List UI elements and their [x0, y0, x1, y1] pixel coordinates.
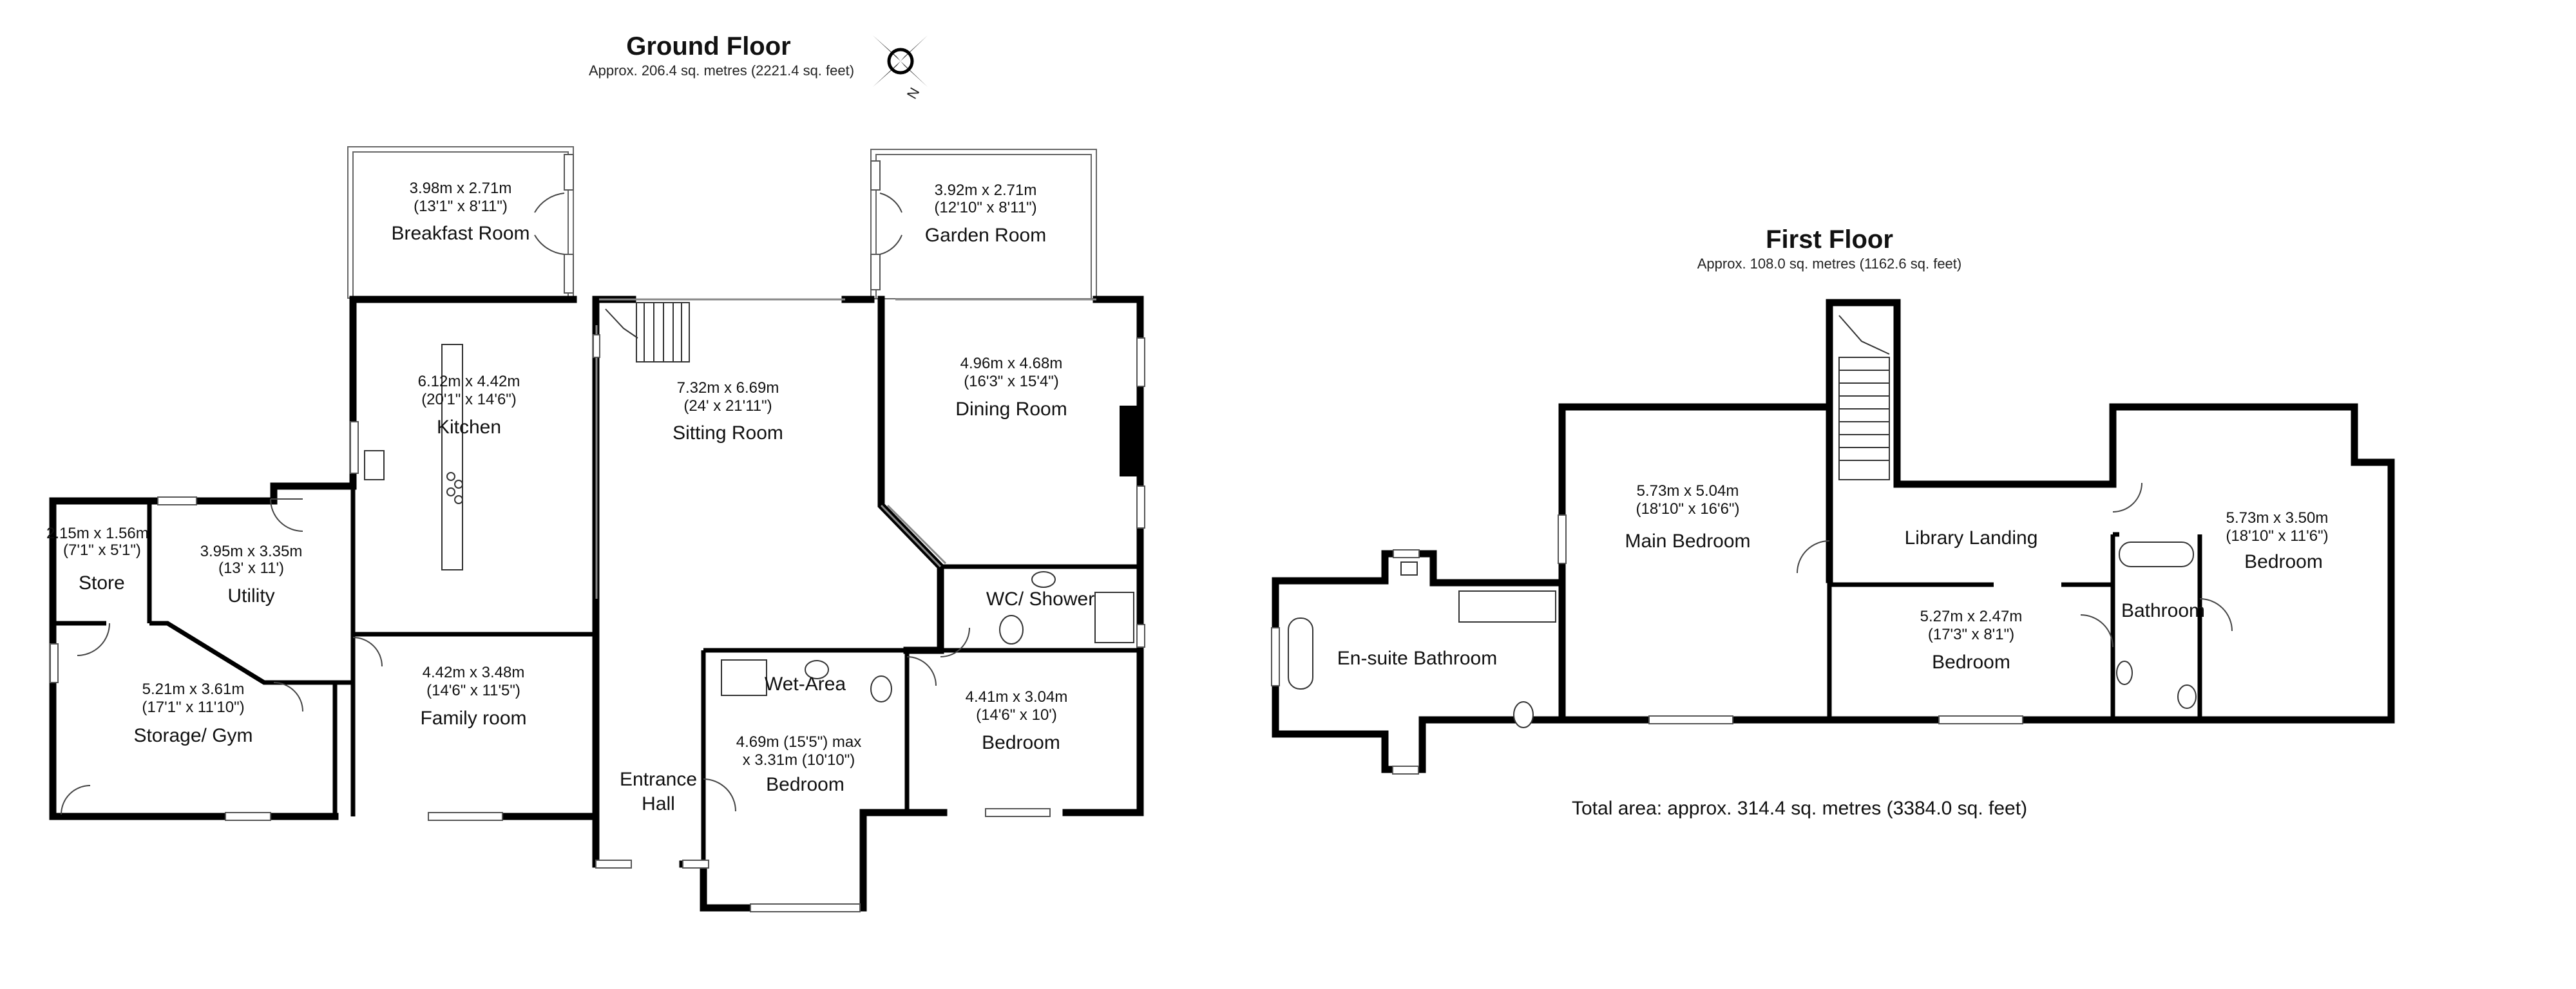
wet-area: Wet-Area	[765, 673, 846, 695]
entrance-hall-line1: Entrance	[620, 769, 697, 790]
bathroom-name: Bathroom	[2121, 600, 2205, 621]
utility-dim-ft: (13' x 11')	[218, 560, 284, 577]
bedroom-mid-dim-ft: (17'3" x 8'1")	[1928, 626, 2014, 643]
first-staircase	[1838, 315, 1890, 480]
first-floor-walls	[1272, 299, 2395, 773]
storage-gym-dim-ft: (17'1" x 11'10")	[142, 699, 244, 716]
first-floor-doors	[1797, 482, 2233, 648]
garden-room-dim-ft: (12'10" x 8'11")	[934, 199, 1036, 216]
ground-staircase	[605, 302, 690, 363]
family-room-dim-m: 4.42m x 3.48m	[423, 664, 525, 681]
sitting-room: 7.32m x 6.69m (24' x 21'11") Sitting Roo…	[673, 379, 783, 444]
storage-gym-dim-m: 5.21m x 3.61m	[142, 681, 245, 698]
family-room-dim-ft: (14'6" x 11'5")	[426, 682, 520, 699]
bedroom-right-first-dim-m: 5.73m x 3.50m	[2226, 509, 2329, 527]
main-bedroom-dim-m: 5.73m x 5.04m	[1637, 482, 1739, 500]
utility: 3.95m x 3.35m (13' x 11') Utility	[200, 543, 303, 607]
wet-area-name: Wet-Area	[765, 673, 846, 695]
bedroom-center-dim-1: 4.69m (15'5") max	[736, 733, 862, 751]
storage-gym-name: Storage/ Gym	[133, 725, 253, 746]
family-room-name: Family room	[420, 708, 526, 729]
family-room: 4.42m x 3.48m (14'6" x 11'5") Family roo…	[420, 664, 526, 729]
ground-floor-title: Ground Floor	[626, 32, 791, 61]
dining-room: 4.96m x 4.68m (16'3" x 15'4") Dining Roo…	[955, 355, 1067, 420]
breakfast-room: 3.98m x 2.71m (13'1" x 8'11") Breakfast …	[391, 180, 530, 244]
bedroom-mid-dim-m: 5.27m x 2.47m	[1920, 608, 2023, 625]
total-area: Total area: approx. 314.4 sq. metres (33…	[1572, 798, 2027, 819]
utility-name: Utility	[227, 585, 274, 607]
ground-floor: Ground Floor Approx. 206.4 sq. metres (2…	[46, 32, 1145, 912]
bedroom-mid: 5.27m x 2.47m (17'3" x 8'1") Bedroom	[1920, 608, 2023, 673]
ground-floor-windows	[50, 334, 1145, 912]
ground-bathroom-fixtures	[721, 571, 1134, 702]
bedroom-center-name: Bedroom	[766, 774, 844, 795]
garden-room: 3.92m x 2.71m (12'10" x 8'11") Garden Ro…	[925, 182, 1046, 246]
main-bedroom-name: Main Bedroom	[1625, 531, 1750, 552]
ground-doors	[61, 498, 970, 815]
first-floor-area: Approx. 108.0 sq. metres (1162.6 sq. fee…	[1697, 256, 1961, 272]
dining-room-dim-ft: (16'3" x 15'4")	[964, 373, 1059, 390]
bedroom-mid-name: Bedroom	[1932, 652, 2010, 673]
wc-shower-name: WC/ Shower	[986, 589, 1094, 610]
compass-north-label: N	[904, 85, 923, 102]
main-bedroom-dim-ft: (18'10" x 16'6")	[1636, 500, 1740, 518]
breakfast-room-name: Breakfast Room	[391, 223, 530, 244]
ground-floor-area: Approx. 206.4 sq. metres (2221.4 sq. fee…	[589, 62, 854, 79]
bedroom-right-dim-m: 4.41m x 3.04m	[966, 688, 1068, 706]
ensuite-bathroom: En-suite Bathroom	[1337, 648, 1497, 669]
ensuite-name: En-suite Bathroom	[1337, 648, 1497, 669]
main-bedroom: 5.73m x 5.04m (18'10" x 16'6") Main Bedr…	[1625, 482, 1750, 552]
store-dim-m: 2.15m x 1.56m	[46, 525, 149, 542]
storage-gym: 5.21m x 3.61m (17'1" x 11'10") Storage/ …	[133, 681, 253, 746]
kitchen: 6.12m x 4.42m (20'1" x 14'6") Kitchen	[418, 373, 520, 438]
store-dim-ft: (7'1" x 5'1")	[63, 542, 141, 559]
first-floor-title: First Floor	[1766, 225, 1893, 254]
sitting-room-name: Sitting Room	[673, 422, 783, 444]
ground-floor-partitions	[595, 298, 1096, 599]
store: 2.15m x 1.56m (7'1" x 5'1") Store	[46, 525, 149, 594]
bedroom-center-dim-2: x 3.31m (10'10")	[743, 751, 855, 769]
bedroom-right-first-name: Bedroom	[2244, 551, 2323, 572]
kitchen-dim-ft: (20'1" x 14'6")	[421, 391, 517, 408]
library-landing: Library Landing	[1905, 527, 2038, 549]
breakfast-room-dim-ft: (13'1" x 8'11")	[414, 198, 508, 215]
bedroom-right-first: 5.73m x 3.50m (18'10" x 11'6") Bedroom	[2226, 509, 2328, 572]
bedroom-right-dim-ft: (14'6" x 10')	[976, 706, 1057, 724]
garden-room-dim-m: 3.92m x 2.71m	[935, 182, 1037, 199]
bedroom-right-first-dim-ft: (18'10" x 11'6")	[2226, 527, 2328, 545]
sitting-room-dim-m: 7.32m x 6.69m	[677, 379, 779, 397]
kitchen-island	[364, 344, 463, 570]
entrance-hall: Entrance Hall	[620, 769, 697, 815]
dining-room-dim-m: 4.96m x 4.68m	[960, 355, 1063, 372]
store-name: Store	[79, 572, 125, 594]
breakfast-room-dim-m: 3.98m x 2.71m	[410, 180, 512, 197]
bathroom: Bathroom	[2121, 600, 2205, 621]
bedroom-right: 4.41m x 3.04m (14'6" x 10') Bedroom	[966, 688, 1068, 753]
first-floor-fixtures	[1288, 542, 2197, 728]
kitchen-dim-m: 6.12m x 4.42m	[418, 373, 520, 390]
dining-room-name: Dining Room	[955, 399, 1067, 420]
fireplace-icon	[1120, 406, 1138, 476]
bedroom-center: 4.69m (15'5") max x 3.31m (10'10") Bedro…	[736, 733, 862, 795]
sitting-room-dim-ft: (24' x 21'11")	[683, 397, 772, 415]
bedroom-right-name: Bedroom	[982, 732, 1060, 753]
entrance-hall-line2: Hall	[642, 793, 675, 815]
compass-icon: N	[873, 35, 928, 102]
wc-shower: WC/ Shower	[986, 589, 1094, 610]
garden-room-name: Garden Room	[925, 225, 1046, 246]
kitchen-name: Kitchen	[437, 417, 501, 438]
library-landing-name: Library Landing	[1905, 527, 2038, 549]
utility-dim-m: 3.95m x 3.35m	[200, 543, 303, 560]
garden-room-walls	[870, 149, 1097, 299]
first-floor-windows	[1271, 514, 2023, 775]
first-floor: First Floor Approx. 108.0 sq. metres (11…	[1271, 225, 2395, 775]
